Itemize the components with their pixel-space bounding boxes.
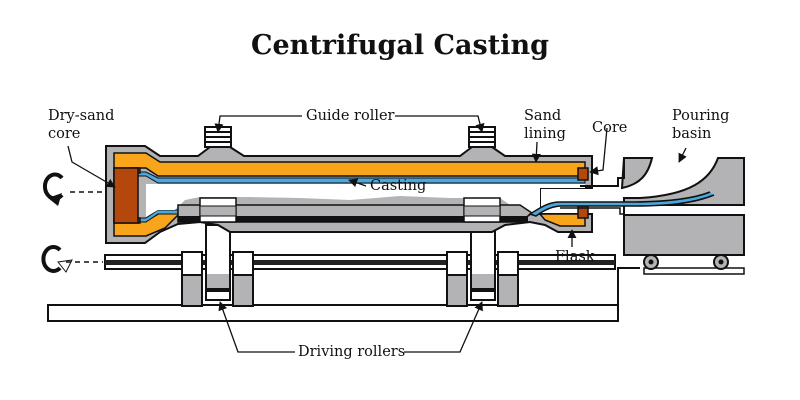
leader-lines [67, 115, 687, 353]
label-casting: Casting [370, 178, 427, 194]
support-pedestal-right [446, 251, 519, 307]
label-sand-lining-line2: lining [524, 126, 566, 142]
label-sand-lining-line1: Sand [524, 108, 562, 124]
rotation-arrow-top-icon [42, 172, 103, 206]
label-core: Core [592, 120, 628, 136]
label-flask: Flask [555, 249, 595, 265]
label-driving-rollers: Driving rollers [298, 344, 406, 360]
inner-sleeve [177, 197, 534, 223]
end-core-top [577, 167, 589, 181]
pouring-spout-metal [528, 191, 715, 217]
pouring-basin [580, 157, 745, 275]
label-dry-sand-core-line1: Dry-sand [48, 108, 115, 124]
pouring-spout [560, 207, 624, 215]
mold-cavity [146, 184, 585, 217]
label-dry-sand-core-line2: core [48, 126, 81, 142]
base-platform-slab [47, 304, 619, 322]
driving-roller-left [205, 224, 231, 301]
label-pouring-basin-line2: basin [672, 126, 712, 142]
label-guide-roller: Guide roller [306, 108, 395, 124]
driving-roller-right [470, 224, 496, 301]
label-pouring-basin-line1: Pouring [672, 108, 730, 124]
base-platform [48, 267, 640, 306]
diagram-title: Centrifugal Casting [251, 30, 549, 61]
dry-sand-core-block [113, 167, 139, 224]
guide-roller-left [204, 126, 232, 148]
support-pedestal-left [181, 251, 254, 307]
rotation-arrow-bottom-icon [41, 245, 103, 273]
